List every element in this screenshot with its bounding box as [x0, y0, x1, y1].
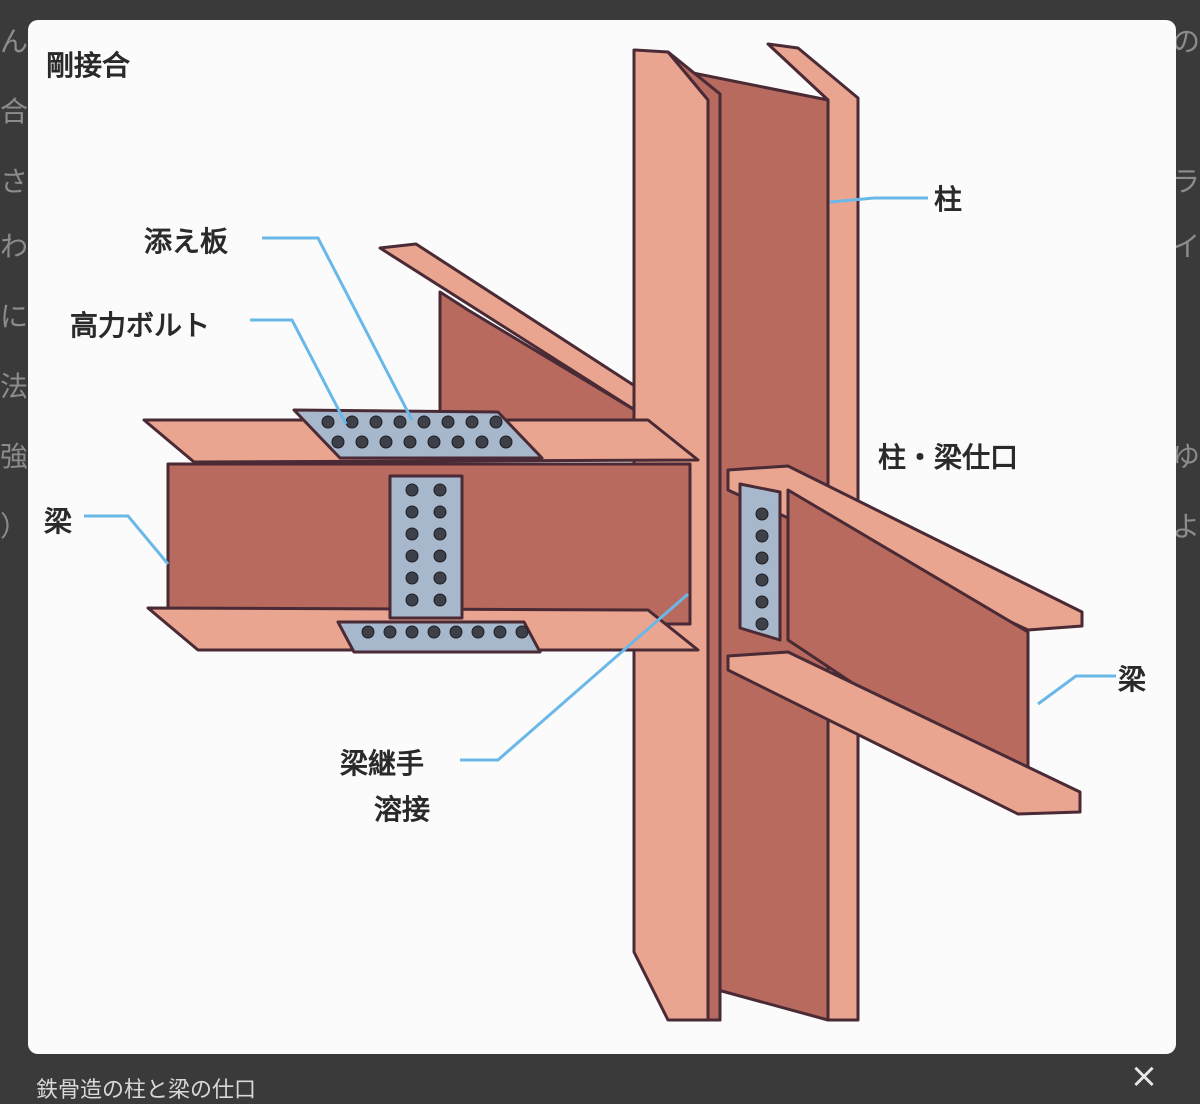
bolt	[493, 625, 507, 639]
background-text: に	[0, 300, 29, 333]
label-beam-joint: 梁継手	[340, 747, 425, 780]
bolt	[405, 527, 419, 541]
bolt	[449, 625, 463, 639]
background-text: よ	[1171, 510, 1200, 543]
background-text: 合	[0, 95, 29, 128]
background-text: の	[1171, 25, 1200, 58]
bolt	[393, 415, 407, 429]
column-front-flange-edge	[666, 50, 722, 1022]
bolt	[451, 435, 465, 449]
label-beam-left: 梁	[44, 505, 73, 538]
steel-joint-illustration	[84, 42, 1116, 1022]
bolt	[405, 549, 419, 563]
label-beam-right: 梁	[1118, 663, 1147, 696]
bolt	[405, 593, 419, 607]
bolt	[355, 435, 369, 449]
bolt	[755, 529, 769, 543]
background-text: さ	[0, 165, 29, 198]
bolt	[345, 415, 359, 429]
leader-beam-joint	[460, 592, 689, 762]
background-text: ）	[0, 510, 29, 543]
bolt	[433, 571, 447, 585]
bolt	[755, 573, 769, 587]
leader-beam-right	[1037, 674, 1116, 706]
bolt	[405, 483, 419, 497]
bolt	[321, 415, 335, 429]
bolt	[755, 617, 769, 631]
bolt	[755, 551, 769, 565]
bolt	[361, 625, 375, 639]
web-splice-plate	[388, 474, 464, 620]
bolt	[433, 527, 447, 541]
bolt	[499, 435, 513, 449]
label-weld: 溶接	[374, 793, 431, 826]
right-beam-bottom-flange	[726, 650, 1082, 816]
bolt	[441, 415, 455, 429]
bolt	[405, 571, 419, 585]
background-text: 強	[0, 440, 29, 473]
bolt	[433, 483, 447, 497]
leader-column	[829, 196, 928, 204]
background-text: 法	[0, 370, 29, 403]
bolt	[331, 435, 345, 449]
background-text: わ	[0, 230, 29, 263]
bolt	[433, 505, 447, 519]
bolt	[379, 435, 393, 449]
bolt	[515, 625, 529, 639]
leader-hs-bolt	[250, 318, 348, 425]
bolt	[369, 415, 383, 429]
bolt	[489, 415, 503, 429]
label-hs-bolt: 高力ボルト	[70, 309, 211, 342]
label-splice-plate: 添え板	[144, 225, 229, 258]
image-caption: 鉄骨造の柱と梁の仕口	[36, 1078, 257, 1103]
bolt	[417, 415, 431, 429]
bolt	[427, 625, 441, 639]
bolt	[475, 435, 489, 449]
background-text: ん	[0, 25, 29, 58]
bolt	[405, 625, 419, 639]
bolt	[405, 505, 419, 519]
close-icon[interactable]: ×	[1129, 1056, 1159, 1096]
high-strength-bolts	[321, 415, 769, 639]
background-text: ラ	[1171, 165, 1200, 198]
background-text: イ	[1171, 230, 1200, 263]
bolt	[471, 625, 485, 639]
bolt	[403, 435, 417, 449]
bolt	[433, 593, 447, 607]
bolt	[465, 415, 479, 429]
bolt	[433, 549, 447, 563]
bolt	[427, 435, 441, 449]
label-column-beam-joint: 柱・梁仕口	[878, 441, 1019, 474]
bolt	[383, 625, 397, 639]
leader-splice-plate	[262, 236, 414, 421]
diagram-title: 剛接合	[46, 49, 131, 82]
label-column: 柱	[934, 183, 963, 216]
leader-beam-left	[84, 514, 170, 565]
bolt	[755, 595, 769, 609]
background-text: ゆ	[1171, 440, 1200, 473]
bolt	[755, 507, 769, 521]
image-lightbox: 剛接合 添え板 高力ボルト 梁 柱 柱・梁仕口 梁 梁継手 溶接	[28, 20, 1176, 1054]
